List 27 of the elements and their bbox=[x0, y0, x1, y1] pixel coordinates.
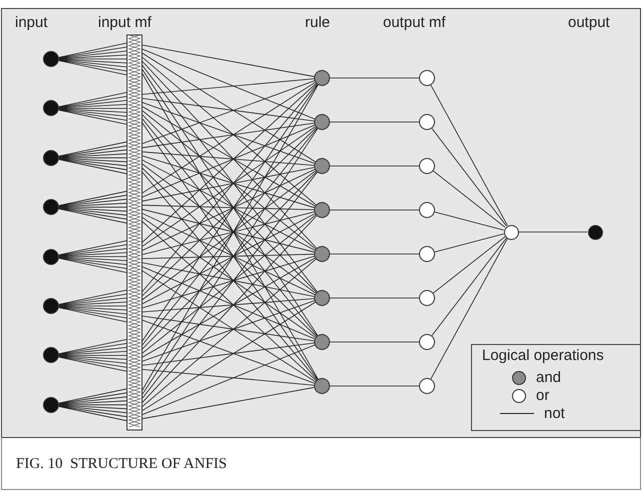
connection-line bbox=[431, 128, 507, 226]
legend-label: and bbox=[536, 369, 562, 386]
legend-label: or bbox=[536, 387, 550, 404]
connection-line bbox=[431, 238, 507, 336]
connection-line bbox=[430, 238, 508, 380]
column-heading: input bbox=[15, 14, 48, 31]
membership-function-column bbox=[127, 35, 142, 430]
column-heading: output mf bbox=[383, 14, 446, 31]
connection-line bbox=[58, 388, 128, 422]
connection-line bbox=[434, 234, 504, 252]
connection-line bbox=[434, 212, 504, 230]
column-heading: rule bbox=[305, 14, 330, 31]
connection-line bbox=[58, 339, 128, 372]
connection-line bbox=[58, 290, 128, 322]
connection-line bbox=[430, 84, 508, 226]
connection-line bbox=[432, 170, 506, 228]
connection-line bbox=[432, 236, 506, 294]
connection-line bbox=[58, 92, 128, 125]
figure-caption: FIG. 10 STRUCTURE OF ANFIS bbox=[16, 456, 227, 473]
legend-title: Logical operations bbox=[482, 347, 604, 364]
legend-label: not bbox=[544, 405, 565, 422]
connection-line bbox=[58, 141, 128, 174]
connection-line bbox=[58, 190, 128, 224]
connection-line bbox=[58, 42, 128, 76]
connection-line bbox=[58, 240, 128, 273]
column-heading: input mf bbox=[98, 14, 152, 31]
column-heading: output bbox=[568, 14, 610, 31]
